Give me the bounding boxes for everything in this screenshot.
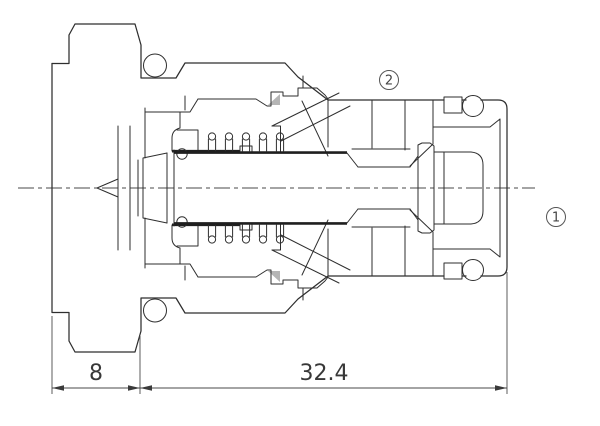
port-o-rings (443, 95, 484, 281)
port-fitting-internals (409, 99, 501, 277)
dimension-8-label: 8 (89, 361, 103, 386)
adapter-body (351, 99, 411, 277)
balloon-1: 1 (546, 207, 566, 227)
spring-coils-bottom (207, 224, 285, 244)
spring-coils-top (207, 132, 285, 152)
sleeve-internals (179, 75, 351, 301)
spring-retainer (171, 127, 253, 249)
poppet-seal-top (176, 148, 188, 160)
arrowhead-left (52, 385, 64, 391)
left-cap-internals (96, 98, 199, 278)
arrowhead-right (495, 385, 507, 391)
balloon-1-label: 1 (552, 211, 560, 226)
o-ring-bottom-left (143, 298, 167, 323)
arrowhead-right (128, 385, 140, 391)
dimension-extension-lines (51, 272, 508, 394)
flange-o-rings (143, 53, 167, 323)
dimension-8: 8 (52, 361, 140, 391)
arrowhead-left (140, 385, 152, 391)
dimension-32-4: 32.4 (140, 361, 507, 391)
poppet-seal-bottom (176, 216, 188, 228)
poppet-stem (137, 142, 484, 234)
dimension-32-4-label: 32.4 (300, 361, 349, 386)
balloon-2: 2 (379, 70, 399, 90)
o-ring-top-right (462, 95, 484, 117)
balloon-2-label: 2 (385, 74, 393, 89)
o-ring-bottom-right (462, 259, 484, 281)
balloon-1-circle (546, 207, 566, 227)
o-ring-top-left (143, 53, 167, 78)
balloon-2-circle (379, 70, 399, 90)
